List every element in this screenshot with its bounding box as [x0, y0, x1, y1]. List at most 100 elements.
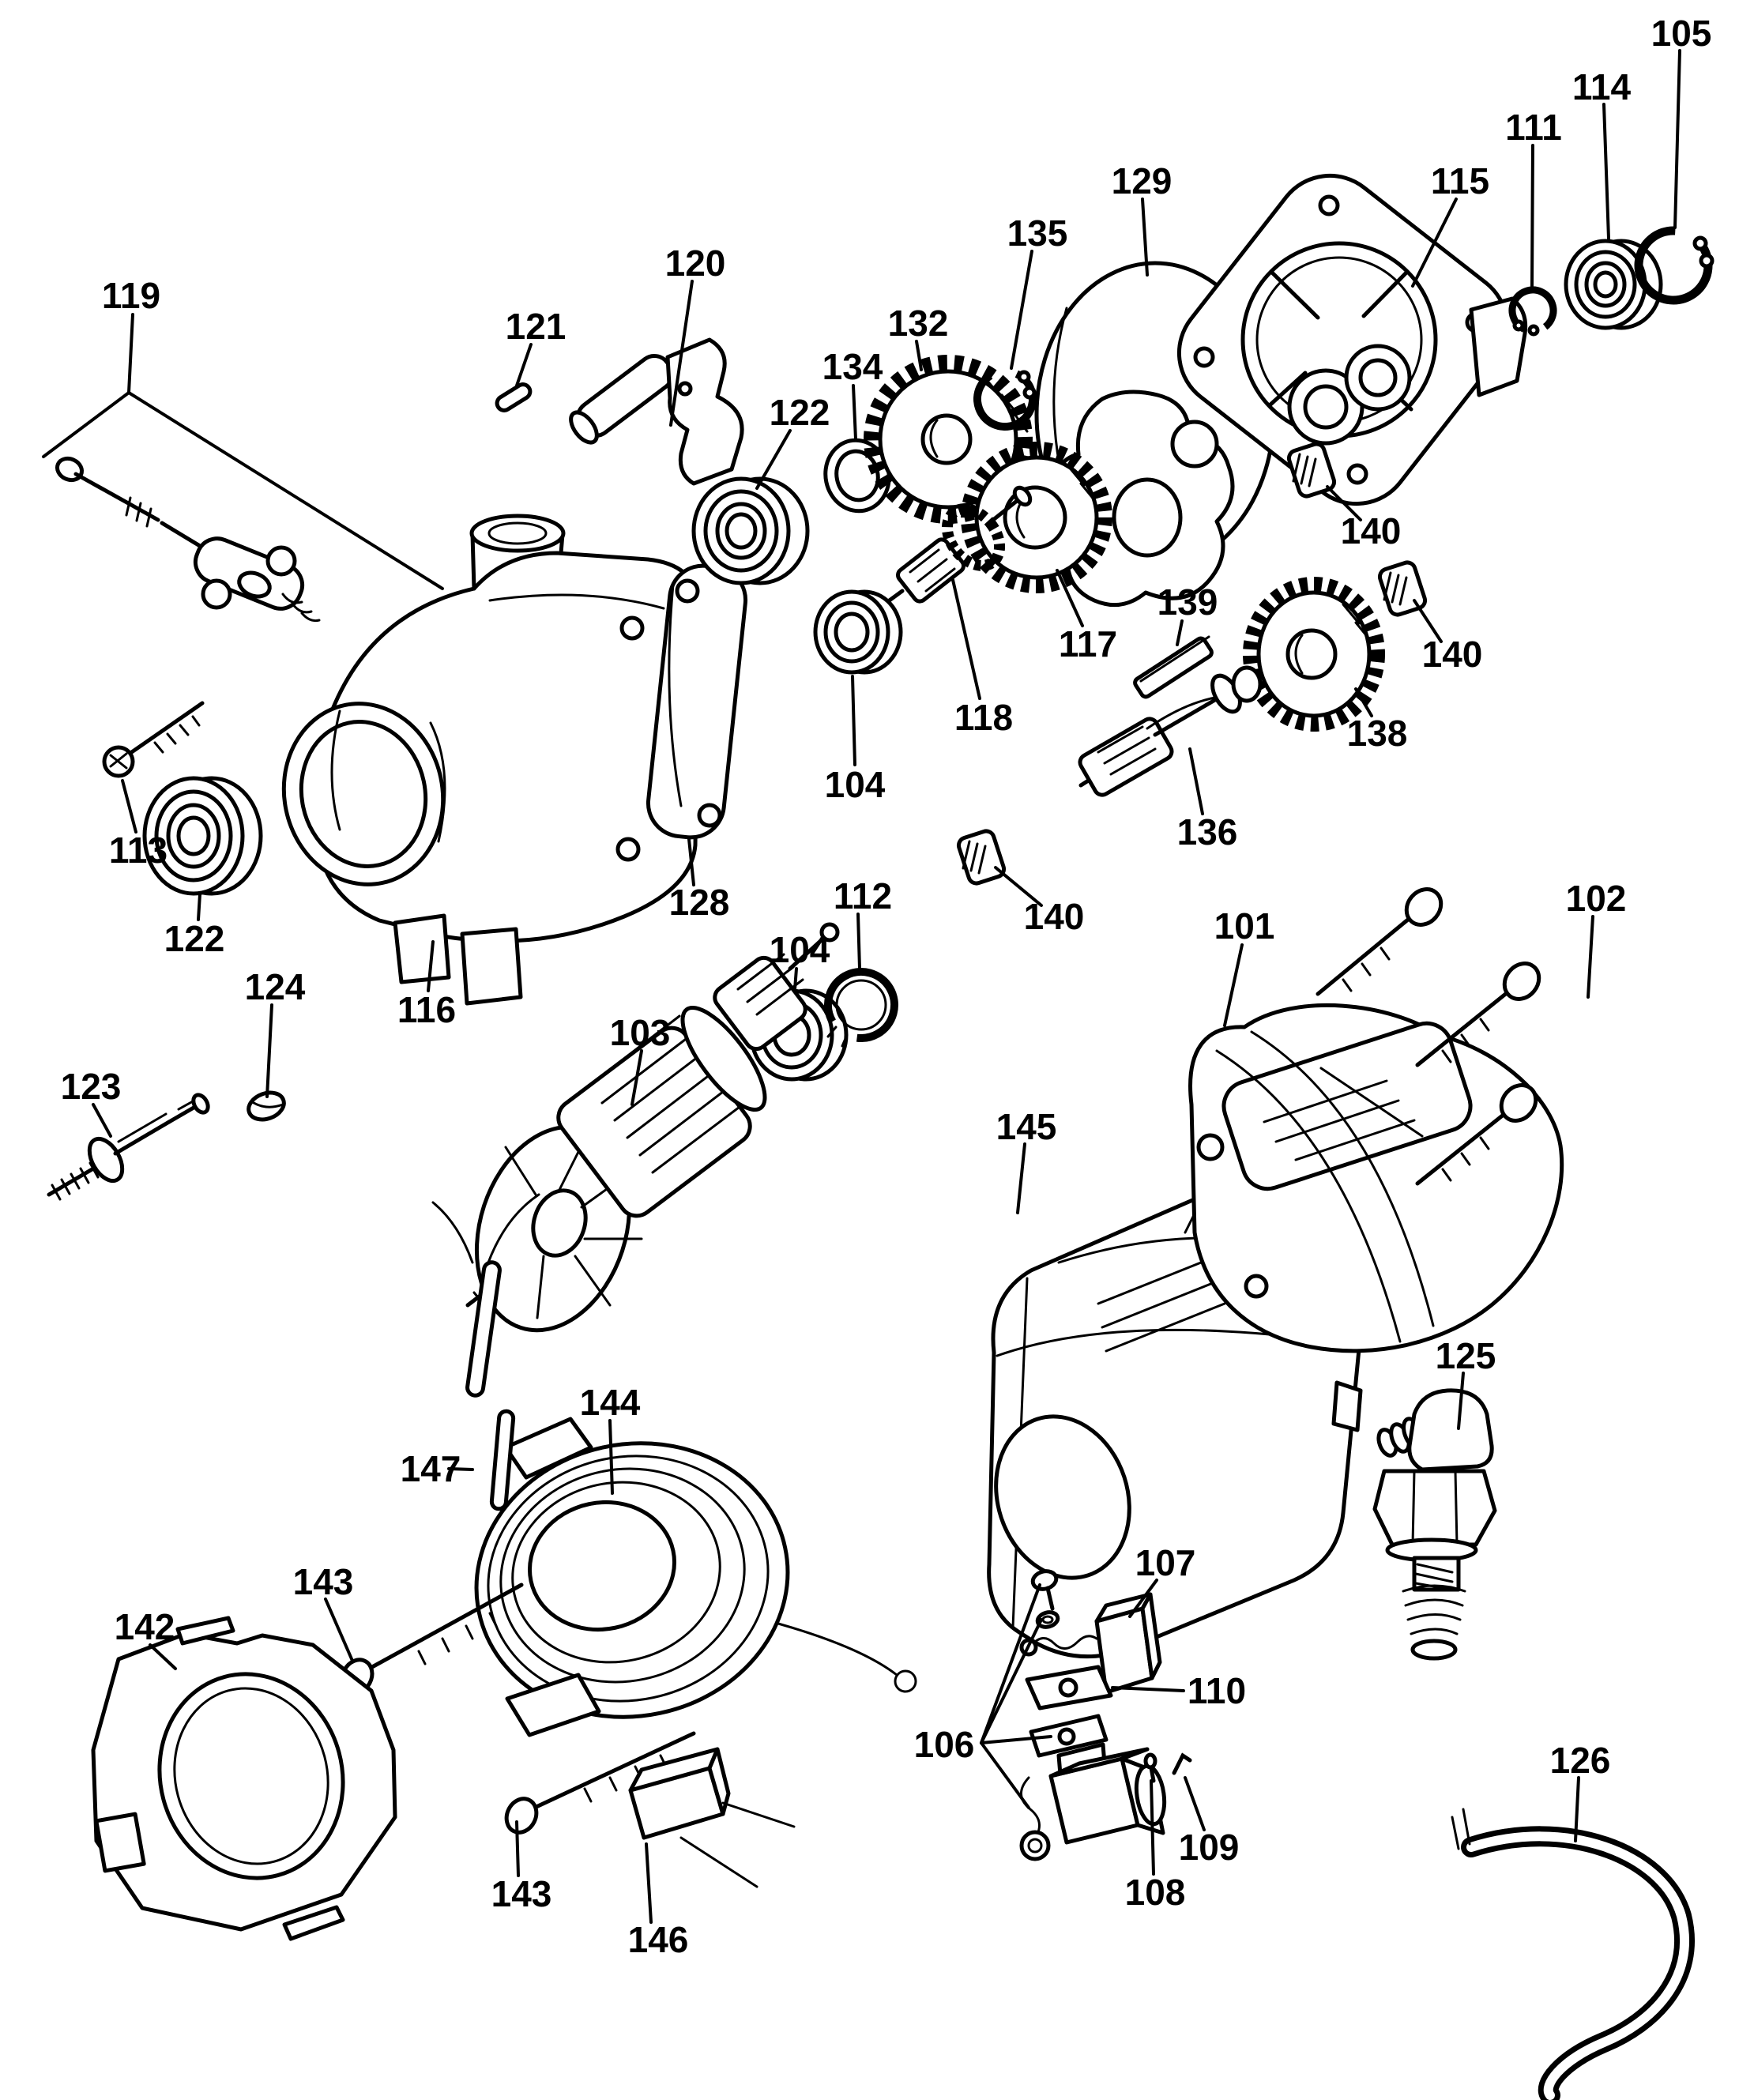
callout-label-128-26: 128: [669, 882, 730, 923]
part-147-lead-wires: [431, 1193, 540, 1511]
leader-line-103-29: [630, 1049, 643, 1106]
leader-line-119-10: [127, 391, 444, 590]
callout-label-118-18: 118: [954, 697, 1013, 738]
part-142-baffle-plate: [91, 1616, 397, 1941]
part-135-snap-ring: [973, 367, 1037, 431]
leader-line-104-20: [851, 675, 856, 766]
callout-label-122-24: 122: [164, 918, 225, 959]
callout-label-114-1: 114: [1572, 66, 1632, 107]
callout-label-121-9: 121: [506, 306, 566, 347]
callout-label-140-13: 140: [1422, 634, 1483, 675]
callout-label-116-25: 116: [397, 989, 456, 1030]
callout-label-147-35: 147: [401, 1448, 461, 1489]
leader-line-126-45: [1574, 1776, 1580, 1842]
callout-label-102-32: 102: [1566, 878, 1627, 919]
callout-label-138-17: 138: [1347, 713, 1408, 754]
callout-layer: 1051141111151291351321341201211191221401…: [42, 13, 1711, 1960]
callout-label-144-34: 144: [580, 1382, 641, 1423]
callout-label-125-33: 125: [1436, 1335, 1496, 1376]
part-114-ball-bearing: [1564, 239, 1663, 330]
callout-label-112-21: 112: [834, 875, 892, 916]
part-139-key: [1133, 635, 1214, 699]
callout-label-108-42: 108: [1125, 1872, 1186, 1913]
leader-line-101-31: [1223, 943, 1244, 1027]
callout-label-111-2: 111: [1505, 107, 1562, 148]
leader-line-107-38: [1128, 1579, 1158, 1618]
leader-line-147-35: [447, 1467, 474, 1471]
leader-line-138-17: [1354, 687, 1373, 717]
leader-line-105-0: [1673, 49, 1681, 229]
callout-label-107-38: 107: [1135, 1542, 1196, 1583]
callout-label-143-36: 143: [293, 1561, 354, 1602]
callout-label-117-15: 117: [1059, 623, 1117, 664]
callout-label-123-28: 123: [61, 1066, 122, 1107]
leader-line-106-40: [980, 1583, 1041, 1744]
leader-line-109-41: [1184, 1776, 1206, 1831]
leader-line-140-14: [994, 866, 1043, 907]
leader-line-106-40: [980, 1735, 1052, 1744]
leader-line-111-2: [1530, 144, 1534, 288]
part-144-field-coil: [474, 1417, 917, 1737]
part-106-curl-wire: [1019, 1776, 1051, 1861]
leader-line-135-5: [1010, 250, 1033, 370]
callout-label-119-10: 119: [102, 275, 160, 316]
leader-line-134-7: [852, 384, 857, 441]
leader-line-139-16: [1176, 619, 1184, 646]
part-123-spindle: [47, 1093, 210, 1201]
leader-line-110-39: [1111, 1686, 1185, 1692]
part-105-snap-ring: [1634, 226, 1715, 305]
callout-label-115-3: 115: [1431, 160, 1489, 201]
leader-line-102-32: [1587, 915, 1594, 999]
callout-label-143-43: 143: [491, 1873, 552, 1914]
callout-label-106-40: 106: [914, 1724, 975, 1765]
leader-line-106-40: [980, 1618, 1043, 1744]
part-140-roller-a: [1286, 442, 1337, 499]
leader-line-115-3: [1411, 198, 1458, 288]
callout-label-136-19: 136: [1177, 811, 1238, 852]
part-118-pinion-shaft: [876, 485, 1033, 611]
part-122-ball-bearing-left: [142, 776, 263, 896]
leader-line-128-26: [687, 837, 695, 886]
part-102-screws: [1316, 887, 1541, 1186]
leader-line-123-28: [92, 1103, 112, 1138]
part-107-brush: [1019, 1592, 1162, 1695]
part-113-screw: [102, 701, 205, 778]
part-109-hook: [1172, 1752, 1192, 1775]
part-104-bearing-upper: [813, 589, 903, 675]
leader-line-142-37: [149, 1643, 177, 1670]
part-138-gear: [1243, 577, 1385, 732]
leader-line-143-43: [515, 1820, 520, 1877]
callout-label-132-6: 132: [888, 303, 949, 344]
callout-label-101-31: 101: [1214, 905, 1275, 947]
leader-line-106-40: [980, 1741, 1030, 1809]
callout-label-140-12: 140: [1341, 510, 1402, 551]
callout-label-109-41: 109: [1179, 1827, 1240, 1868]
leader-line-112-21: [856, 913, 861, 970]
leader-line-122-11: [755, 429, 792, 490]
callout-label-126-45: 126: [1550, 1740, 1611, 1781]
part-101-end-housing: [1188, 1003, 1564, 1353]
part-126-power-cord: [1451, 1808, 1695, 2100]
leader-line-113-23: [121, 779, 137, 834]
leader-line-121-9: [515, 343, 533, 387]
part-143-screw-lower: [504, 1731, 696, 1835]
callout-label-120-8: 120: [665, 243, 726, 284]
part-124-plug: [247, 1090, 286, 1122]
leader-line-104-22: [793, 967, 798, 991]
leader-line-122-24: [197, 893, 201, 921]
leader-line-114-1: [1602, 103, 1610, 240]
callout-label-146-44: 146: [628, 1919, 689, 1960]
part-146-capacitor: [628, 1747, 796, 1888]
leader-line-143-36: [324, 1598, 354, 1662]
part-108-pin: [1143, 1752, 1157, 1783]
leader-line-125-33: [1457, 1372, 1465, 1430]
leader-line-132-6: [915, 340, 923, 371]
callout-label-103-29: 103: [610, 1012, 671, 1053]
leader-line-145-30: [1016, 1142, 1026, 1214]
part-110-terminal-plate: [1025, 1665, 1113, 1710]
part-117-gear: [961, 442, 1112, 593]
leader-line-108-42: [1150, 1779, 1155, 1876]
part-119-lever-pin-assembly: [55, 456, 321, 623]
